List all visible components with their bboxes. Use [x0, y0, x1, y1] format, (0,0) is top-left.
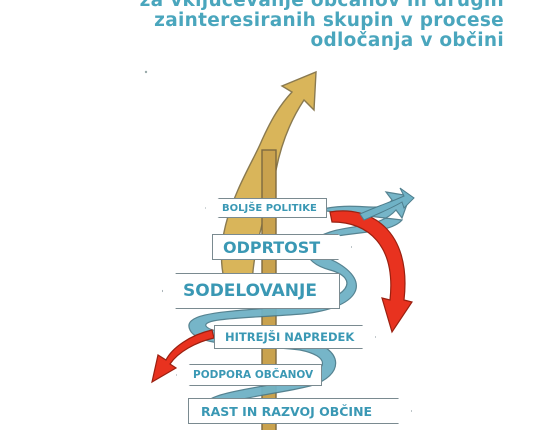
blue-ribbon-top: [359, 187, 415, 221]
header-title: za vključevanje občanov in drugih zainte…: [84, 0, 504, 51]
sign-odprtost: ODPRTOST: [212, 234, 352, 260]
sign-label: RAST IN RAZVOJ OBČINE: [201, 403, 373, 419]
sign-hitrejsi-napredek: HITREJŠI NAPREDEK: [214, 325, 376, 349]
header-line-2: zainteresiranih skupin v procese: [154, 10, 504, 31]
sign-bolje-politike: BOLJŠE POLITIKE: [205, 198, 327, 218]
sign-label: PODPORA OBČANOV: [193, 369, 314, 381]
sign-label: ODPRTOST: [223, 237, 321, 257]
sign-label: HITREJŠI NAPREDEK: [225, 330, 355, 344]
red-arrow-left: [151, 329, 215, 384]
red-arrow-right: [329, 210, 413, 334]
sign-sodelovanje: SODELOVANJE: [162, 273, 340, 309]
sign-rast-in-razvoj: RAST IN RAZVOJ OBČINE: [188, 398, 412, 424]
sign-label: SODELOVANJE: [183, 281, 317, 301]
sign-label: BOLJŠE POLITIKE: [222, 202, 317, 214]
header-line-1: za vključevanje občanov in drugih: [139, 0, 504, 11]
sign-podpora-obcanov: PODPORA OBČANOV: [176, 364, 322, 386]
header-line-3: odločanja v občini: [310, 30, 504, 51]
